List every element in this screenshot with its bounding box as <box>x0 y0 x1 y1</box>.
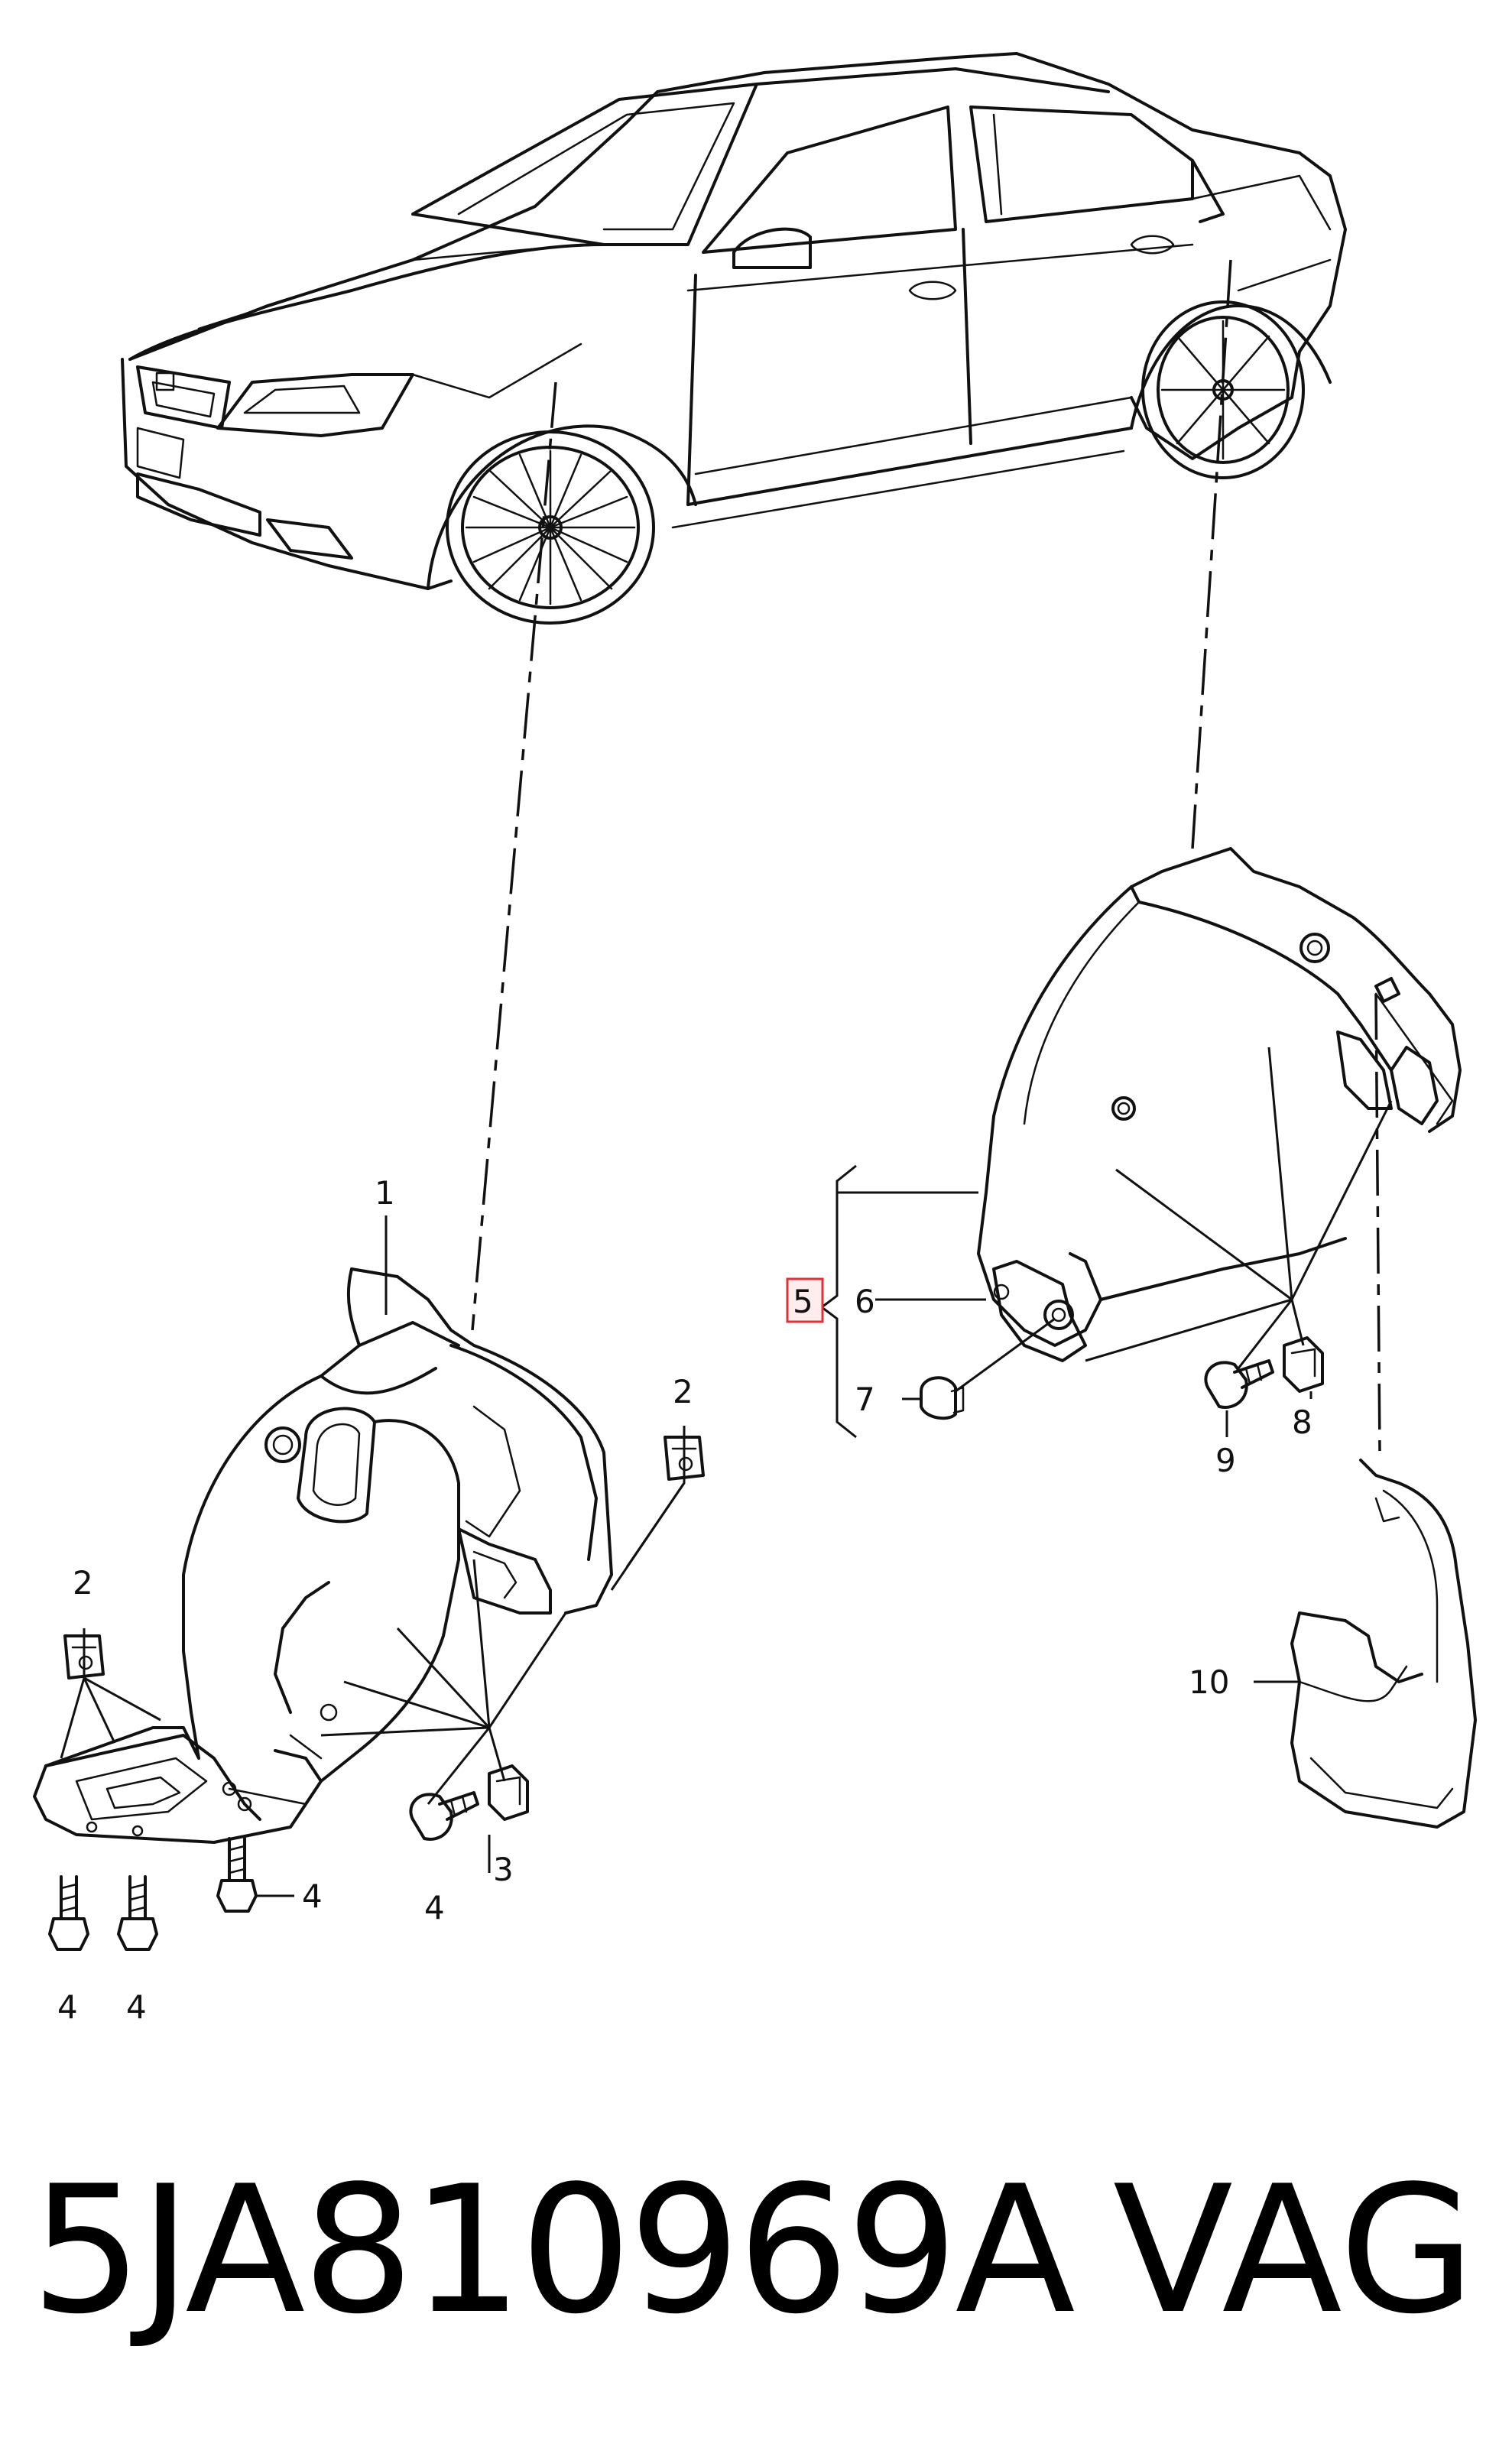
callout-5-highlight <box>786 1277 824 1323</box>
callout-3: 3 <box>493 1851 514 1888</box>
mud-flap <box>1290 1459 1477 1829</box>
front-wheel-housing-liner <box>33 1267 613 1844</box>
rear-wheel-housing-liner <box>977 847 1462 1362</box>
part-number: 5JA810969A <box>31 2149 1076 2353</box>
footer-caption: 5JA810969A VAG <box>31 2163 1483 2339</box>
rivet-part-7 <box>920 1376 965 1420</box>
callout-8: 8 <box>1292 1404 1312 1441</box>
group-bracket <box>819 1164 857 1439</box>
bolt-part-4-left <box>48 1875 89 1951</box>
bolt-part-4-middle <box>117 1875 158 1951</box>
callout-2-lower: 2 <box>73 1564 93 1602</box>
guide-line-front <box>471 381 557 1331</box>
car-illustration <box>121 52 1347 625</box>
callout-2-upper: 2 <box>673 1373 693 1410</box>
bolt-part-4-right <box>216 1837 258 1913</box>
callout-4-bottom-a: 4 <box>424 1889 445 1926</box>
guide-line-rear <box>1191 259 1232 849</box>
bolt-part-9 <box>1204 1359 1274 1409</box>
nut-part-8 <box>1283 1336 1324 1393</box>
callout-7: 7 <box>855 1381 875 1418</box>
callout-10: 10 <box>1189 1663 1229 1701</box>
callout-1: 1 <box>375 1174 395 1212</box>
leader-lines <box>60 1047 1393 1897</box>
brand-label: VAG <box>1112 2149 1475 2353</box>
bolt-part-4-angled <box>409 1791 479 1841</box>
callout-5: 5 <box>793 1283 813 1320</box>
callout-4-bottom-c: 4 <box>126 1988 147 2026</box>
callout-6: 6 <box>855 1283 875 1320</box>
callout-4-right: 4 <box>302 1877 323 1915</box>
nut-part-3 <box>488 1764 529 1821</box>
callout-4-bottom-b: 4 <box>57 1988 78 2026</box>
callout-9: 9 <box>1215 1442 1236 1479</box>
